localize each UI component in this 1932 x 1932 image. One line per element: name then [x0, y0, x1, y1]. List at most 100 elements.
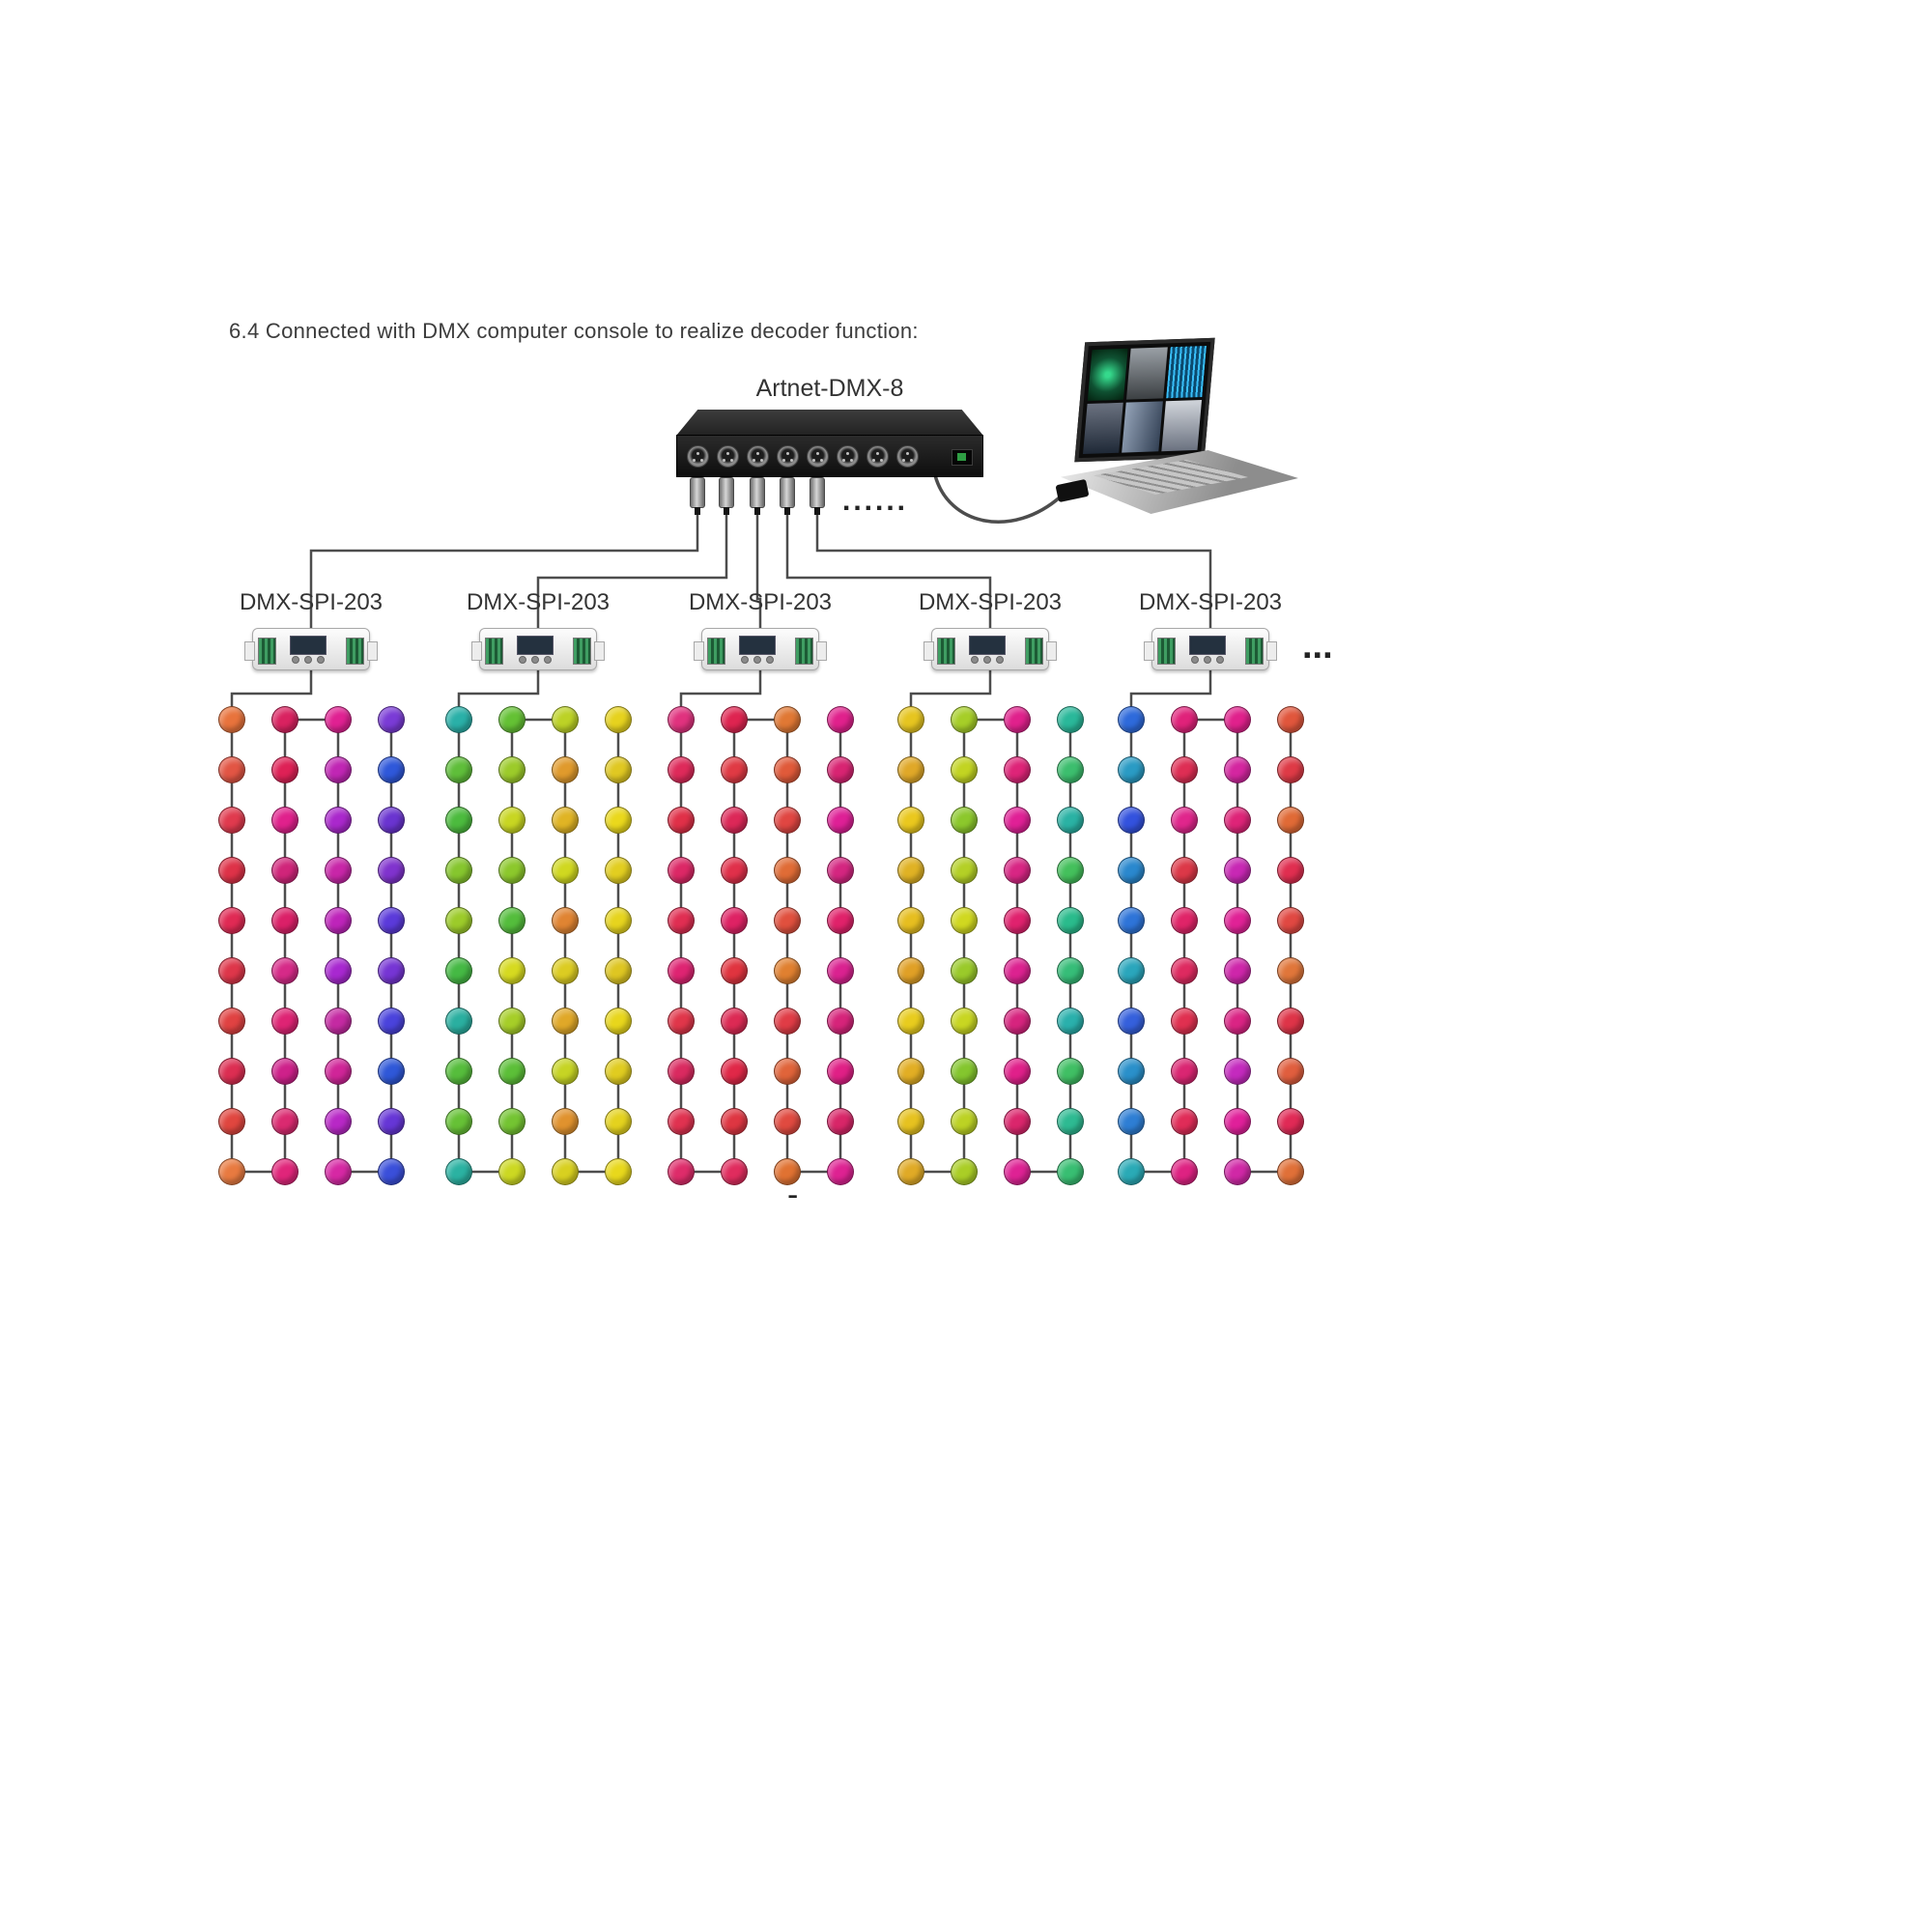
led-pixel — [827, 706, 854, 733]
wire — [1129, 670, 1212, 720]
mounting-ear — [923, 641, 934, 661]
led-pixel — [897, 1108, 924, 1135]
mounting-ear — [1144, 641, 1154, 661]
section-title: 6.4 Connected with DMX computer console … — [229, 319, 919, 343]
led-pixel — [1057, 706, 1084, 733]
led-pixel — [1118, 1108, 1145, 1135]
module-lcd — [739, 636, 776, 655]
led-pixel — [1171, 1008, 1198, 1035]
xlr-plug — [780, 477, 795, 515]
led-pixel — [325, 756, 352, 783]
led-pixel — [218, 1058, 245, 1085]
led-pixel — [721, 706, 748, 733]
led-pixel — [605, 756, 632, 783]
led-pixel — [774, 1008, 801, 1035]
mounting-ear — [244, 641, 255, 661]
led-pixel — [721, 1008, 748, 1035]
screen-thumbnail — [1165, 345, 1207, 398]
led-pixel — [378, 807, 405, 834]
led-pixel — [774, 807, 801, 834]
led-pixel — [445, 957, 472, 984]
led-pixel — [1004, 756, 1031, 783]
screen-thumbnail — [1083, 402, 1124, 455]
led-pixel — [605, 907, 632, 934]
led-pixel — [897, 907, 924, 934]
led-pixel — [897, 957, 924, 984]
led-pixel — [668, 857, 695, 884]
led-pixel — [1004, 857, 1031, 884]
led-pixel — [325, 957, 352, 984]
artnet-console-label: Artnet-DMX-8 — [755, 375, 904, 402]
screen-thumbnail — [1087, 348, 1128, 401]
mounting-ear — [471, 641, 482, 661]
xlr-output-socket — [837, 444, 859, 468]
wire — [457, 670, 540, 720]
terminal-block-input — [258, 638, 276, 665]
led-pixel — [271, 1108, 298, 1135]
led-pixel — [668, 1108, 695, 1135]
decoder-group-3: DMX-SPI-203 — [654, 589, 867, 670]
terminal-block-output — [573, 638, 591, 665]
led-pixel — [325, 1058, 352, 1085]
led-pixel — [378, 706, 405, 733]
led-pixel — [1057, 1158, 1084, 1185]
led-pixel — [498, 807, 526, 834]
decoder-group-4: DMX-SPI-203 — [884, 589, 1096, 670]
led-pixel — [1277, 807, 1304, 834]
xlr-plug — [690, 477, 705, 515]
led-pixel — [271, 1158, 298, 1185]
led-pixel — [378, 907, 405, 934]
terminal-block-output — [795, 638, 813, 665]
xlr-output-socket — [867, 444, 889, 468]
led-pixel — [218, 706, 245, 733]
led-pixel — [325, 1108, 352, 1135]
led-pixel — [1277, 1108, 1304, 1135]
terminal-block-input — [707, 638, 725, 665]
dmx-spi-203-module — [923, 628, 1057, 670]
led-pixel — [498, 756, 526, 783]
xlr-output-socket — [777, 444, 799, 468]
led-pixel — [897, 1058, 924, 1085]
led-pixel — [445, 907, 472, 934]
led-pixel — [498, 1058, 526, 1085]
led-pixel — [378, 1108, 405, 1135]
led-pixel — [605, 1058, 632, 1085]
led-pixel — [951, 807, 978, 834]
led-pixel — [325, 907, 352, 934]
led-pixel — [498, 1108, 526, 1135]
led-pixel — [1224, 857, 1251, 884]
led-pixel — [1004, 1158, 1031, 1185]
terminal-block-output — [1245, 638, 1264, 665]
led-pixel — [378, 1058, 405, 1085]
led-pixel — [378, 1008, 405, 1035]
led-pixel — [951, 1158, 978, 1185]
led-pixel — [1004, 1008, 1031, 1035]
decoder-label: DMX-SPI-203 — [1138, 589, 1283, 615]
mounting-ear — [816, 641, 827, 661]
led-pixel — [552, 807, 579, 834]
dmx-spi-203-module — [471, 628, 605, 670]
led-pixel — [218, 756, 245, 783]
xlr-plug — [810, 477, 825, 515]
xlr-plug — [719, 477, 734, 515]
led-pixel — [1277, 1058, 1304, 1085]
led-pixel — [1057, 1008, 1084, 1035]
led-pixel — [1171, 706, 1198, 733]
led-pixel — [1057, 1108, 1084, 1135]
led-pixel — [1118, 1158, 1145, 1185]
led-pixel — [1171, 756, 1198, 783]
led-pixel — [827, 957, 854, 984]
dmx-spi-203-module — [1144, 628, 1277, 670]
led-pixel — [1004, 807, 1031, 834]
module-lcd — [517, 636, 554, 655]
led-pixel — [827, 807, 854, 834]
led-pixel — [1004, 1058, 1031, 1085]
led-pixel — [668, 807, 695, 834]
led-pixel — [498, 857, 526, 884]
led-pixel — [951, 957, 978, 984]
xlr-output-socket — [896, 444, 919, 468]
led-pixel — [774, 957, 801, 984]
led-pixel — [668, 1158, 695, 1185]
led-pixel — [552, 1058, 579, 1085]
module-buttons — [971, 656, 1004, 664]
